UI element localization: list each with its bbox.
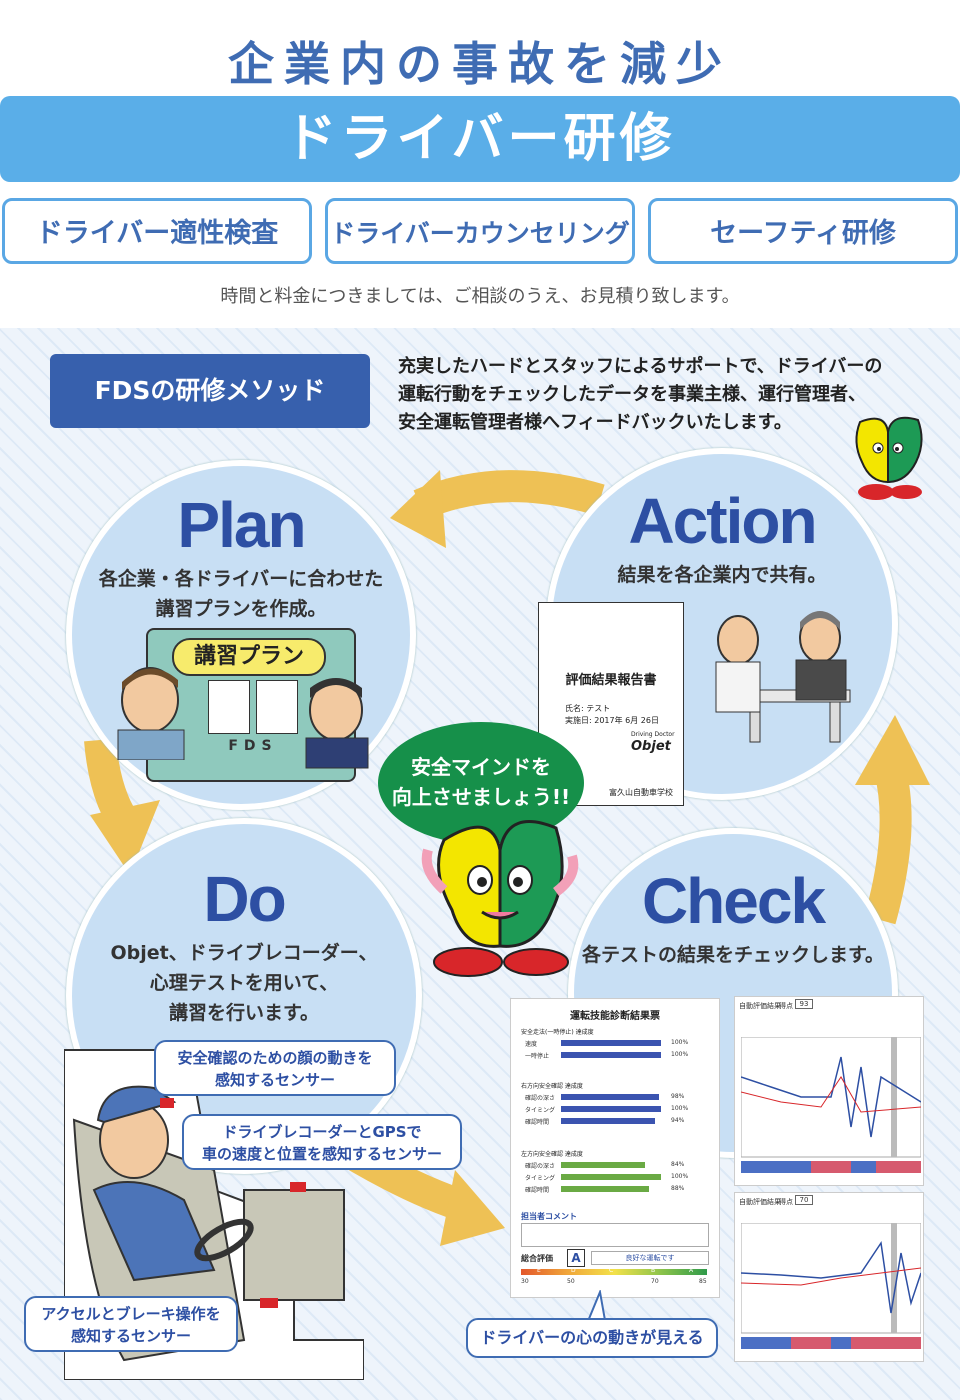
check-title: Check — [641, 865, 826, 937]
check-desc-1: 各テストの結果をチェックします。 — [581, 944, 885, 966]
sensor-face-line-1: 安全確認のための顔の動きを — [177, 1049, 373, 1067]
diagnosis-sec2: 右方向安全確認 達成度 — [521, 1083, 583, 1090]
person-left-icon — [117, 667, 185, 760]
meeting-illustration-icon — [715, 611, 851, 743]
row4-value: 100% — [671, 1105, 689, 1112]
row1-value: 100% — [671, 1039, 689, 1046]
row5-label: 確認時間 — [525, 1119, 550, 1126]
cycle-arrows — [84, 470, 930, 1246]
sensor-callout-gps: ドライブレコーダーとGPSで 車の速度と位置を感知するセンサー — [182, 1114, 462, 1170]
graph2-title: 自動評価結果 — [739, 1198, 781, 1206]
scale-letter-e: E — [537, 1267, 541, 1274]
plan-desc-2: 講習プランを作成。 — [155, 598, 327, 620]
pricing-note: 時間と料金につきましては、ご相談のうえ、お見積り致します。 — [220, 286, 740, 307]
sensor-callout-face: 安全確認のための顔の動きを 感知するセンサー — [154, 1040, 396, 1096]
grade-text: 良好な運転です — [591, 1251, 709, 1265]
plan-title: Plan — [177, 489, 306, 561]
sensor-pedal-line-1: アクセルとブレーキ操作を — [41, 1305, 221, 1323]
report-brand: Objet — [631, 739, 671, 754]
graph-sheet-1: 自動評価結果 得点 93 — [734, 996, 924, 1186]
overall-grade: A — [567, 1249, 585, 1267]
mind-callout-tail-icon — [584, 1290, 608, 1326]
row6-label: 確認の深さ — [525, 1163, 556, 1170]
sensor-face-line-2: 感知するセンサー — [214, 1071, 335, 1089]
report-school: 富久山自動車学校 — [609, 788, 673, 797]
do-desc-2: 心理テストを用いて、 — [149, 972, 339, 994]
row8-label: 確認時間 — [525, 1187, 550, 1194]
plan-sign: 講習プラン — [172, 638, 326, 676]
action-title: Action — [628, 485, 817, 557]
action-desc-1: 結果を各企業内で共有。 — [617, 564, 827, 586]
headline: 企業内の事故を減少 — [228, 37, 732, 91]
intro-line-2: 運転行動をチェックしたデータを事業主様、運行管理者、 — [398, 384, 866, 405]
comment-label: 担当者コメント — [521, 1212, 577, 1221]
report-name: 氏名: テスト — [565, 704, 611, 713]
sensor-gps-line-2: 車の速度と位置を感知するセンサー — [201, 1145, 442, 1163]
bubble-line-1: 安全マインドを — [411, 755, 551, 779]
do-title: Do — [203, 863, 286, 935]
diagnosis-title: 運転技能診断結果票 — [570, 1011, 660, 1022]
mascot-large-icon — [421, 820, 579, 977]
scale-50: 50 — [567, 1278, 575, 1285]
category-safety-training[interactable]: セーフティ研修 — [648, 198, 958, 264]
report-brand-small: Driving Doctor — [631, 731, 675, 738]
scale-letter-c: C — [609, 1267, 614, 1274]
mind-callout: ドライバーの心の動きが見える — [466, 1318, 718, 1358]
do-desc-1: Objet、ドライブレコーダー、 — [110, 942, 378, 964]
plan-desc-1: 各企業・各ドライバーに合わせた — [98, 568, 384, 590]
bubble-line-2: 向上させましょう!! — [391, 785, 571, 809]
row2-value: 100% — [671, 1051, 689, 1058]
graph1-plot — [741, 1037, 921, 1173]
sensor-callout-pedal: アクセルとブレーキ操作を 感知するセンサー — [24, 1296, 238, 1352]
scale-70: 70 — [651, 1278, 659, 1285]
scale-letter-a: A — [689, 1267, 694, 1274]
row8-value: 88% — [671, 1185, 685, 1192]
graph2-score-label: 得点 — [779, 1198, 793, 1206]
report-date: 実施日: 2017年 6月 26日 — [565, 716, 659, 725]
graph1-score-label: 得点 — [779, 1002, 793, 1010]
row4-label: タイミング — [525, 1107, 556, 1114]
method-badge: FDSの研修メソッド — [50, 354, 370, 428]
person-right-icon — [305, 678, 369, 769]
overall-label: 総合評価 — [521, 1254, 553, 1263]
diagnosis-sec3: 左方向安全確認 達成度 — [521, 1151, 583, 1158]
graph1-title: 自動評価結果 — [739, 1002, 781, 1010]
do-desc-3: 講習を行います。 — [168, 1002, 320, 1024]
category-aptitude-test[interactable]: ドライバー適性検査 — [2, 198, 312, 264]
diagnosis-sheet: 運転技能診断結果票 安全走法(一時停止) 達成度 速度 100% 一時停止 10… — [510, 998, 720, 1298]
row7-value: 100% — [671, 1173, 689, 1180]
mascot-small-icon — [855, 416, 923, 500]
graph1-score: 93 — [795, 999, 813, 1009]
graph-sheet-2: 自動評価結果 得点 70 — [734, 1192, 924, 1362]
sensor-pedal-line-2: 感知するセンサー — [70, 1327, 191, 1345]
scale-letter-d: D — [571, 1267, 576, 1274]
row7-label: タイミング — [525, 1175, 556, 1182]
scale-85: 85 — [699, 1278, 707, 1285]
category-counseling[interactable]: ドライバーカウンセリング — [325, 198, 635, 264]
intro-line-1: 充実したハードとスタッフによるサポートで、ドライバーの — [398, 356, 883, 377]
sensor-gps-line-1: ドライブレコーダーとGPSで — [222, 1123, 422, 1141]
report-title: 評価結果報告書 — [565, 673, 657, 688]
row6-value: 84% — [671, 1161, 685, 1168]
scale-30: 30 — [521, 1278, 529, 1285]
graph2-score: 70 — [795, 1195, 813, 1205]
row1-label: 速度 — [525, 1041, 538, 1048]
evaluation-report-document: 評価結果報告書 氏名: テスト 実施日: 2017年 6月 26日 Drivin… — [538, 602, 684, 806]
safety-mind-bubble: 安全マインドを 向上させましょう!! — [378, 722, 584, 844]
row3-label: 確認の深さ — [525, 1095, 556, 1102]
diagnosis-sec1: 安全走法(一時停止) 達成度 — [521, 1029, 594, 1036]
intro-line-3: 安全運転管理者様へフィードバックいたします。 — [398, 412, 792, 433]
plan-board-label: FDS — [228, 738, 278, 754]
scale-letter-b: B — [651, 1267, 656, 1274]
graph2-plot — [741, 1223, 921, 1349]
row3-value: 98% — [671, 1093, 685, 1100]
row2-label: 一時停止 — [525, 1053, 550, 1060]
row5-value: 94% — [671, 1117, 685, 1124]
banner-title: ドライバー研修 — [0, 96, 960, 182]
